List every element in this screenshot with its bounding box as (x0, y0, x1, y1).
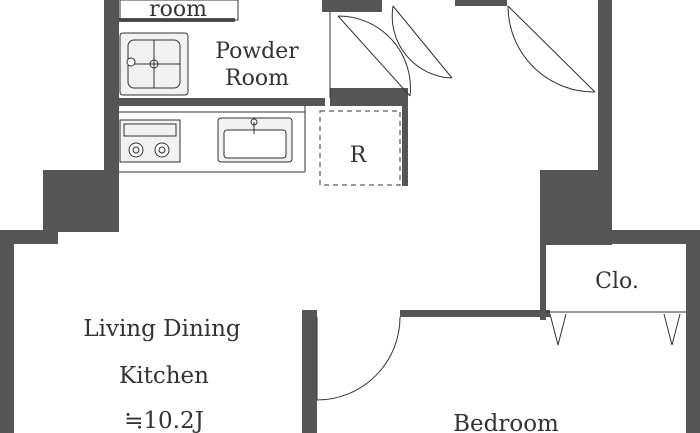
room-labels: room Powder Room R Clo. Living Dining Ki… (83, 0, 639, 433)
wall-closet-left (540, 240, 546, 320)
burner-right-center (158, 146, 166, 154)
bedroom-label: Bedroom (453, 411, 559, 433)
ldk-label-line1: Living Dining (83, 316, 241, 342)
column-left (43, 170, 115, 232)
corridor-door-arc (391, 5, 453, 79)
wall-powder-bottom (115, 98, 325, 106)
corridor-door-leaf (392, 5, 453, 79)
sink-basin (223, 129, 287, 159)
fixture-tap (126, 57, 136, 67)
ldk-size-label: ≒10.2J (124, 408, 204, 433)
refrigerator-space (319, 110, 401, 186)
bath-door-frame (119, 0, 239, 21)
entry-door-arc (507, 5, 596, 93)
entry-door-leaf (507, 5, 596, 93)
kitchen-stove (119, 119, 181, 163)
wall-powder-right (402, 103, 408, 186)
burner-left-center (132, 146, 140, 154)
column-right (540, 170, 612, 245)
wall-top-segment-2 (455, 0, 507, 6)
kitchen-sink (217, 117, 293, 163)
refrigerator-label: R (350, 143, 368, 168)
wall-top-segment-1 (322, 0, 382, 12)
closet-folding-doors (546, 311, 686, 346)
bath-room-label: room (149, 0, 207, 22)
powder-room-label-line2: Room (225, 66, 289, 91)
wall-left-outer (0, 230, 14, 433)
powder-door-leaf (337, 15, 411, 97)
closet-label: Clo. (595, 269, 639, 294)
wall-bedroom-top (400, 310, 550, 317)
stove-control-strip (123, 123, 177, 137)
wall-left-top (0, 230, 58, 244)
powder-room-label-line1: Powder (215, 39, 299, 64)
wall-right-top (612, 230, 700, 244)
ldk-label-line2: Kitchen (119, 363, 209, 389)
wall-bedroom-left (302, 310, 317, 433)
wall-right-outer (686, 230, 700, 433)
closet-door-right (663, 313, 681, 346)
doors (316, 5, 596, 401)
closet-door-left (549, 313, 567, 346)
powder-fixture (119, 32, 189, 96)
powder-door-arc (337, 15, 411, 97)
wall-corridor-partition (330, 88, 408, 106)
bedroom-door-arc (316, 316, 401, 401)
thin-lines (119, 0, 331, 173)
